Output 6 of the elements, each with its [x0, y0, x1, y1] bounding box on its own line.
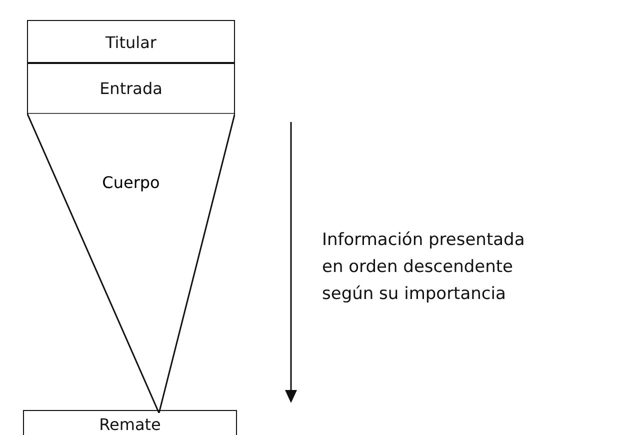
- triangle-label: Cuerpo: [102, 173, 160, 192]
- headline-box: [27, 20, 235, 64]
- annotation-text: Información presentada en orden descendente según su importancia: [322, 229, 526, 306]
- box-label: Entrada: [100, 78, 162, 98]
- box-label: Titular: [106, 32, 156, 52]
- box-label: Remate: [99, 415, 161, 434]
